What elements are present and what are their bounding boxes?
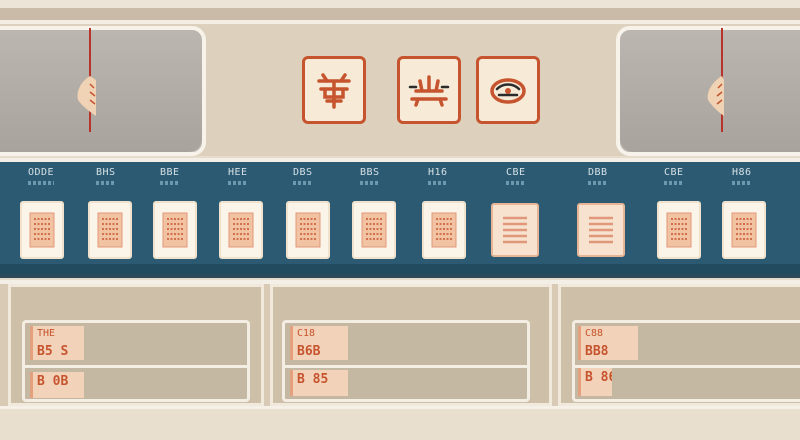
menu-card-icon	[666, 212, 692, 248]
menu-card[interactable]	[286, 201, 330, 259]
price-tag: B6B	[290, 342, 348, 360]
sign-center	[397, 56, 461, 124]
menu-card-icon	[162, 212, 188, 248]
column-label: DBB	[588, 167, 608, 185]
price-tag: B5 S	[30, 342, 84, 360]
menu-card[interactable]	[722, 201, 766, 259]
price-tag: THE	[30, 326, 84, 342]
menu-card[interactable]	[352, 201, 396, 259]
column-label: HEE	[228, 167, 248, 185]
menu-card-icon	[97, 212, 123, 248]
menu-card-icon	[295, 212, 321, 248]
top-light	[0, 20, 800, 24]
price-tag: BB8	[578, 342, 638, 360]
price-tag: B 85	[290, 370, 348, 396]
menu-card[interactable]	[577, 203, 625, 257]
price-tag: C88	[578, 326, 638, 342]
bowl-character-icon	[490, 78, 526, 104]
price-tag: C18	[290, 326, 348, 342]
sign-right	[476, 56, 540, 124]
menu-card-icon	[228, 212, 254, 248]
price-tag: B 0B	[30, 372, 84, 398]
seal-character-icon	[317, 73, 351, 109]
menu-card[interactable]	[422, 201, 466, 259]
column-label: BBE	[160, 167, 180, 185]
sign-left	[302, 56, 366, 124]
floor-line	[0, 406, 800, 409]
menu-card-icon	[731, 212, 757, 248]
menu-card-icon	[361, 212, 387, 248]
lower-topline	[0, 280, 800, 284]
menu-card[interactable]	[153, 201, 197, 259]
column-label: CBE	[506, 167, 526, 185]
menu-card-icon	[29, 212, 55, 248]
right-window	[616, 26, 800, 156]
column-label: ODDE	[28, 167, 55, 185]
top-band	[0, 8, 800, 20]
column-label: BBS	[360, 167, 380, 185]
striped-card-icon	[589, 216, 613, 244]
column-label: CBE	[664, 167, 684, 185]
left-window	[0, 26, 206, 156]
pendant-icon	[707, 28, 724, 132]
column-label: H16	[428, 167, 448, 185]
pendant-icon	[77, 28, 96, 132]
menu-card[interactable]	[219, 201, 263, 259]
menu-card[interactable]	[657, 201, 701, 259]
column-label: H86	[732, 167, 752, 185]
striped-card-icon	[503, 216, 527, 244]
price-tag: B 86	[578, 368, 612, 396]
crown-character-icon	[408, 75, 450, 107]
menu-card[interactable]	[491, 203, 539, 257]
top-stripe	[0, 0, 800, 8]
column-label: BHS	[96, 167, 116, 185]
column-label: DBS	[293, 167, 313, 185]
menu-card-icon	[431, 212, 457, 248]
menu-card[interactable]	[20, 201, 64, 259]
floor	[0, 406, 800, 440]
menu-card[interactable]	[88, 201, 132, 259]
